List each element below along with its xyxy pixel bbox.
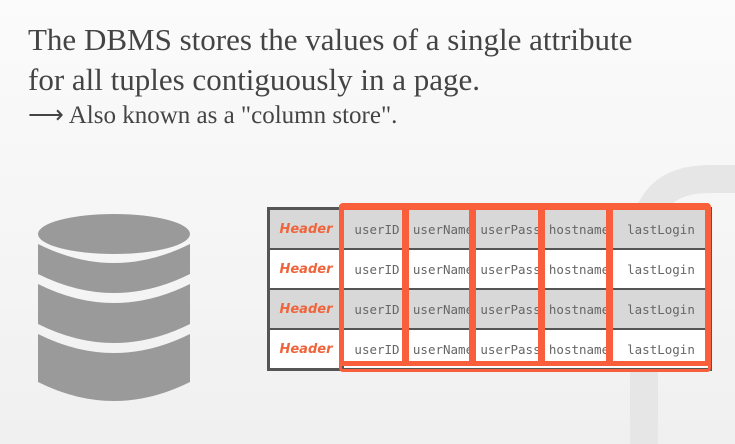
cell-userID: userID [343, 288, 410, 329]
cell-hostname: hostname [545, 248, 613, 289]
tuple-header: Header [268, 248, 344, 289]
database-icon [38, 214, 190, 401]
column-highlight-hostname [540, 205, 611, 366]
tuple-header: Header [268, 207, 344, 249]
cell-userName: userName [410, 248, 476, 289]
cell-userPass: userPass [476, 207, 545, 249]
title-line-1: The DBMS stores the values of a single a… [28, 22, 633, 57]
tuple-header: Header [268, 288, 344, 329]
column-highlight-userName [404, 205, 474, 366]
cell-lastLogin: lastLogin [613, 248, 711, 289]
cell-hostname: hostname [545, 288, 613, 329]
cell-lastLogin: lastLogin [613, 288, 711, 329]
column-highlight-lastLogin [608, 205, 710, 366]
title-line-2: for all tuples contiguously in a page. [28, 62, 480, 97]
bullet-text: Also known as a "column store". [68, 102, 398, 129]
bullet-point: ⟶ Also known as a "column store". [28, 100, 397, 130]
column-highlight-userPass [471, 205, 543, 366]
cell-userID: userID [343, 248, 410, 289]
cell-userPass: userPass [476, 248, 545, 289]
cell-userPass: userPass [476, 288, 545, 329]
cell-userName: userName [410, 288, 476, 329]
slide-title: The DBMS stores the values of a single a… [28, 20, 632, 100]
arrow-icon: ⟶ [28, 102, 64, 129]
column-highlight-userID [339, 205, 407, 366]
tuple-header: Header [268, 328, 344, 370]
